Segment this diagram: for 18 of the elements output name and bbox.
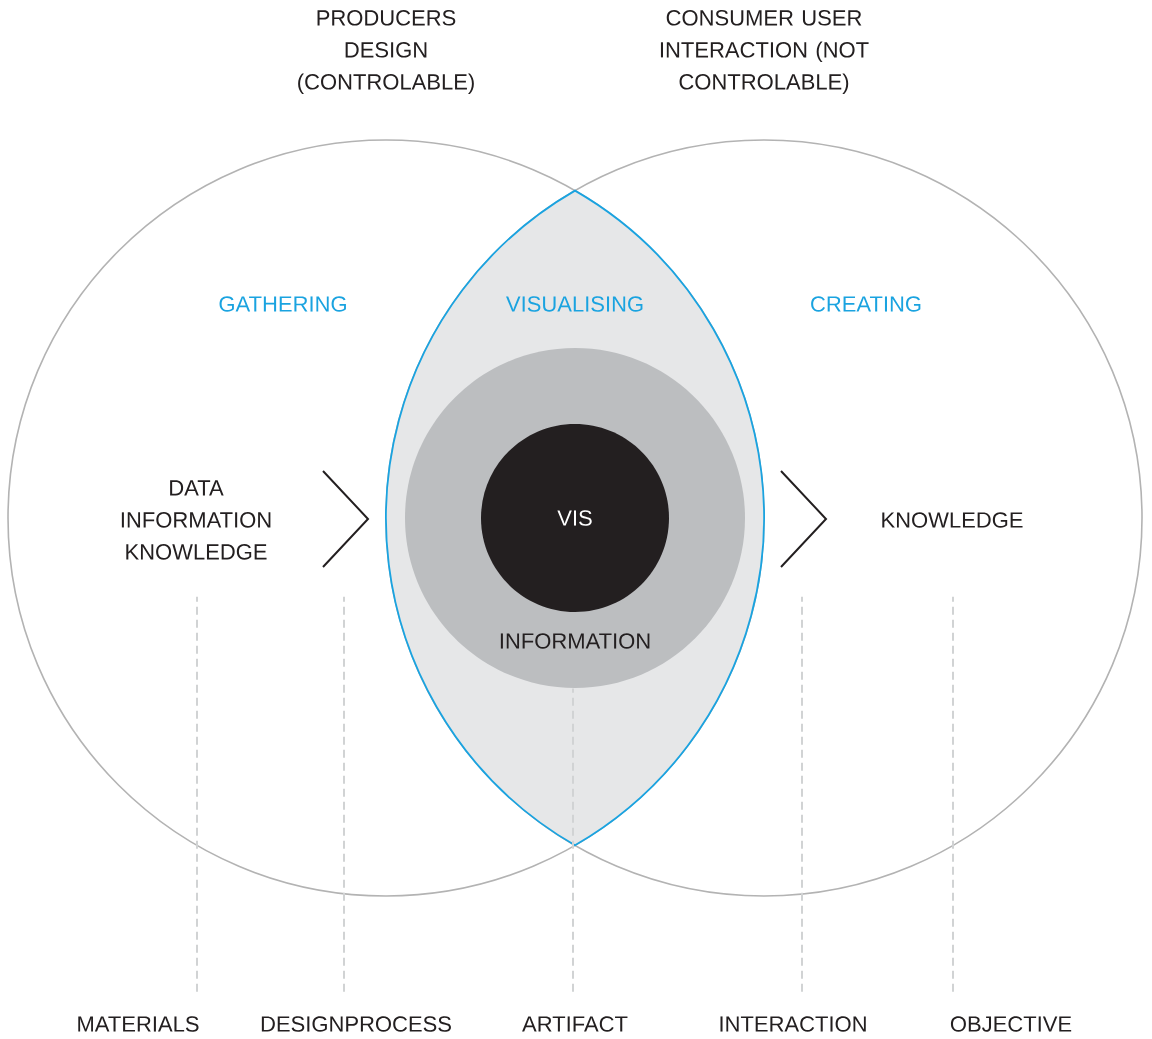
region-label: GATHERING [219, 296, 346, 312]
stage-label: MATERIALS [78, 1016, 199, 1032]
circle-label: INFORMATION [500, 633, 650, 649]
stage-label: OBJECTIVE [950, 1016, 1072, 1032]
stage-label: ARTIFACT [522, 1016, 628, 1032]
term-list: DATA INFORMATION KNOWLEDGE [121, 480, 271, 560]
heading: CONSUMER USER INTERACTION (NOT CONTROLABLE) [660, 10, 869, 94]
stage-label: INTERACTION [720, 1016, 866, 1032]
leader-line [196, 595, 198, 993]
region-label: VISUALISING [506, 296, 643, 312]
heading: PRODUCERS DESIGN (CONTROLABLE) [298, 10, 474, 94]
leader-line [801, 595, 803, 993]
leader-line [343, 595, 345, 993]
term-label: KNOWLEDGE [882, 512, 1023, 528]
leader-line [952, 595, 954, 993]
leader-line [572, 687, 574, 993]
stage-label: DESIGNPROCESS [261, 1016, 451, 1032]
region-label: CREATING [811, 296, 921, 312]
